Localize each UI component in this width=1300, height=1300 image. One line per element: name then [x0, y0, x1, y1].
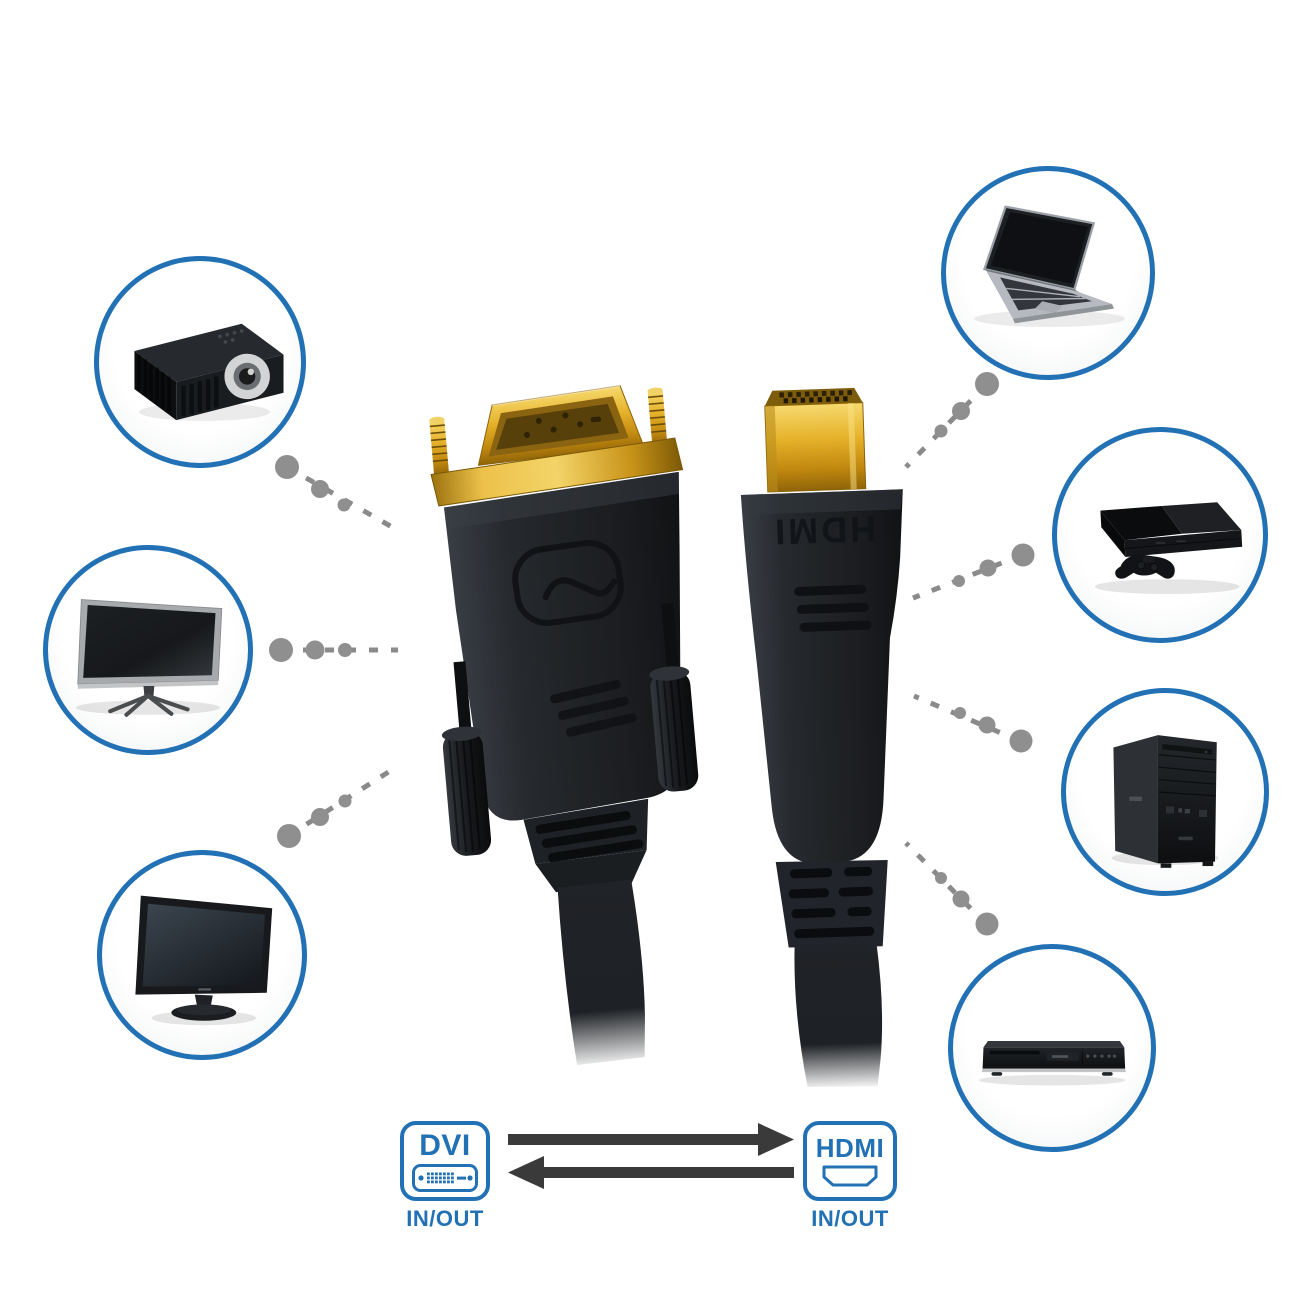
hdmi-strain-relief [775, 860, 888, 948]
hdmi-port-icon [822, 1165, 878, 1186]
hdmi-box: HDMI [803, 1121, 897, 1201]
hdmi-label: HDMI [815, 1132, 885, 1163]
hdmi-body [740, 489, 903, 864]
dvi-io-label: IN/OUT [406, 1206, 484, 1231]
dvi-gold-plug [430, 384, 684, 507]
dvi-embossed-logo [512, 539, 624, 626]
device-circle-dvd-player [948, 944, 1156, 1152]
dvi-screw-posts [429, 387, 668, 477]
dvi-connector [429, 384, 699, 1066]
connector-line-laptop [904, 383, 988, 469]
device-circle-desktop-pc [1061, 688, 1269, 896]
desktop-pc-icon [1111, 734, 1219, 868]
hdmi-embossed-label: HDMI [771, 508, 876, 553]
transfer-arrows [508, 1123, 794, 1189]
dvi-label: DVI [419, 1128, 471, 1162]
device-circle-monitor [97, 850, 307, 1060]
connector-line-dvd [904, 841, 988, 926]
device-circle-laptop [941, 166, 1155, 380]
hdmi-grip-slots [794, 584, 872, 632]
dvi-body [443, 471, 681, 821]
device-circle-tv [43, 545, 253, 755]
connector-line-console [912, 552, 1023, 601]
dvi-thumbscrews [441, 602, 699, 856]
tv-icon [76, 599, 223, 717]
monitor-icon [135, 895, 273, 1026]
dvi-strain-relief [523, 798, 649, 893]
projector-icon [134, 323, 284, 422]
device-circle-game-console [1052, 427, 1268, 643]
hdmi-gold-plug [764, 387, 867, 493]
dvi-port-icon [412, 1163, 478, 1192]
dvi-grip-slots [550, 680, 637, 737]
arrow-left [508, 1156, 794, 1189]
connector-line-projector [285, 464, 394, 530]
dvd-player-icon [978, 1040, 1126, 1086]
game-console-icon [1095, 502, 1243, 595]
laptop-icon [974, 205, 1126, 328]
arrow-right [508, 1123, 794, 1156]
hdmi-cable [794, 944, 883, 1087]
dvi-cable [557, 879, 645, 1066]
device-circle-projector [94, 256, 306, 468]
connector-dots [269, 372, 1035, 936]
hdmi-io-label: IN/OUT [811, 1206, 889, 1231]
connector-line-pc [913, 693, 1021, 744]
dvi-box: DVI [400, 1121, 490, 1201]
connector-line-monitor [286, 768, 392, 839]
hdmi-connector: HDMI [740, 387, 903, 1087]
